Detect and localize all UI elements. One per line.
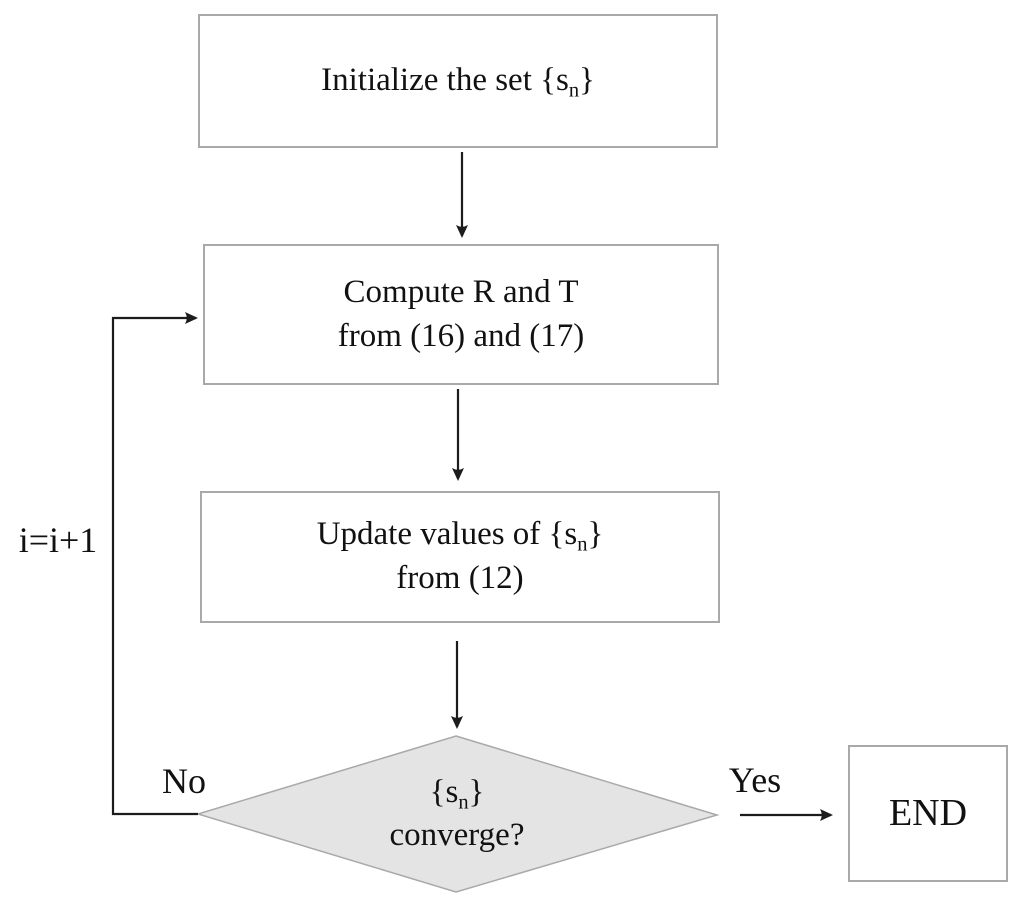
edge-label-increment: i=i+1 [18, 520, 98, 560]
terminator-end-label: END [888, 792, 968, 835]
process-compute: Compute R and T from (16) and (17) [203, 244, 719, 385]
edge-label-yes: Yes [728, 760, 782, 800]
process-update: Update values of {sn} from (12) [200, 491, 720, 623]
edge-label-no: No [162, 761, 206, 801]
update-text-close: } [587, 516, 604, 553]
terminator-end: END [848, 745, 1008, 882]
process-update-line1: Update values of {sn} [317, 513, 604, 557]
process-update-line2: from (12) [396, 560, 524, 596]
decision-subscript: n [458, 791, 469, 814]
decision-text: {s [429, 774, 459, 811]
update-subscript: n [577, 534, 588, 556]
decision-diamond-shape [195, 735, 720, 893]
init-text-close: } [579, 62, 595, 99]
process-initialize-label: Initialize the set {sn} [321, 59, 595, 103]
decision-line2: converge? [389, 817, 525, 853]
decision-converge: {sn} converge? [332, 752, 582, 876]
arrow-no-loopback [111, 312, 198, 816]
process-initialize: Initialize the set {sn} [198, 14, 718, 148]
decision-text-close: } [468, 774, 485, 811]
init-text: Initialize the set {s [321, 62, 569, 99]
process-compute-line1: Compute R and T [343, 273, 579, 310]
process-compute-line2: from (16) and (17) [337, 317, 585, 354]
init-subscript: n [568, 79, 580, 102]
update-text: Update values of {s [316, 516, 578, 553]
decision-line1: {sn} [430, 771, 485, 814]
